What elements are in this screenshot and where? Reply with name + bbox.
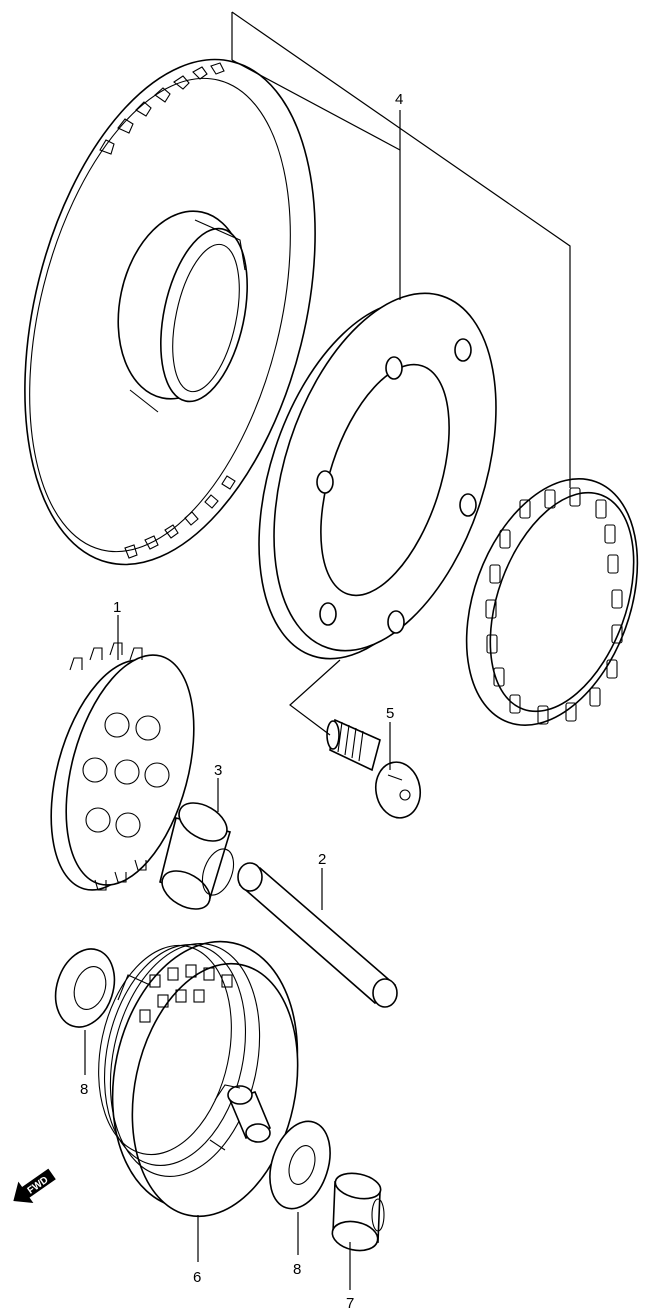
callout-6: 6: [193, 1269, 201, 1286]
callout-1: 1: [113, 599, 121, 616]
idle-gear: [50, 642, 195, 891]
bush-small: [331, 1172, 385, 1252]
bolt: [326, 718, 422, 819]
callouts: 1 2 3 4 5 6 7 8 8: [80, 91, 403, 1312]
callout-2: 2: [318, 851, 326, 868]
shaft: [237, 862, 398, 1008]
callout-7: 7: [346, 1295, 354, 1312]
leader-lines: [84, 11, 571, 1290]
washer-right: [269, 1120, 331, 1210]
callout-3: 3: [214, 762, 222, 779]
output-shaft: [227, 1085, 272, 1143]
one-way-clutch: [465, 477, 639, 727]
gear-holes: [82, 712, 170, 838]
callout-8-right: 8: [293, 1261, 301, 1278]
callout-4: 4: [395, 91, 403, 108]
callout-5: 5: [386, 705, 394, 722]
callout-8-left: 8: [80, 1081, 88, 1098]
starter-driven-gear: [24, 58, 316, 566]
bolt-holes: [316, 338, 477, 634]
fwd-direction-arrow: FWD: [13, 1168, 56, 1204]
starter-clutch-body: [258, 292, 497, 660]
clutch-assembly: [98, 940, 299, 1218]
washer-left: [54, 948, 116, 1028]
bushing: [159, 802, 235, 910]
